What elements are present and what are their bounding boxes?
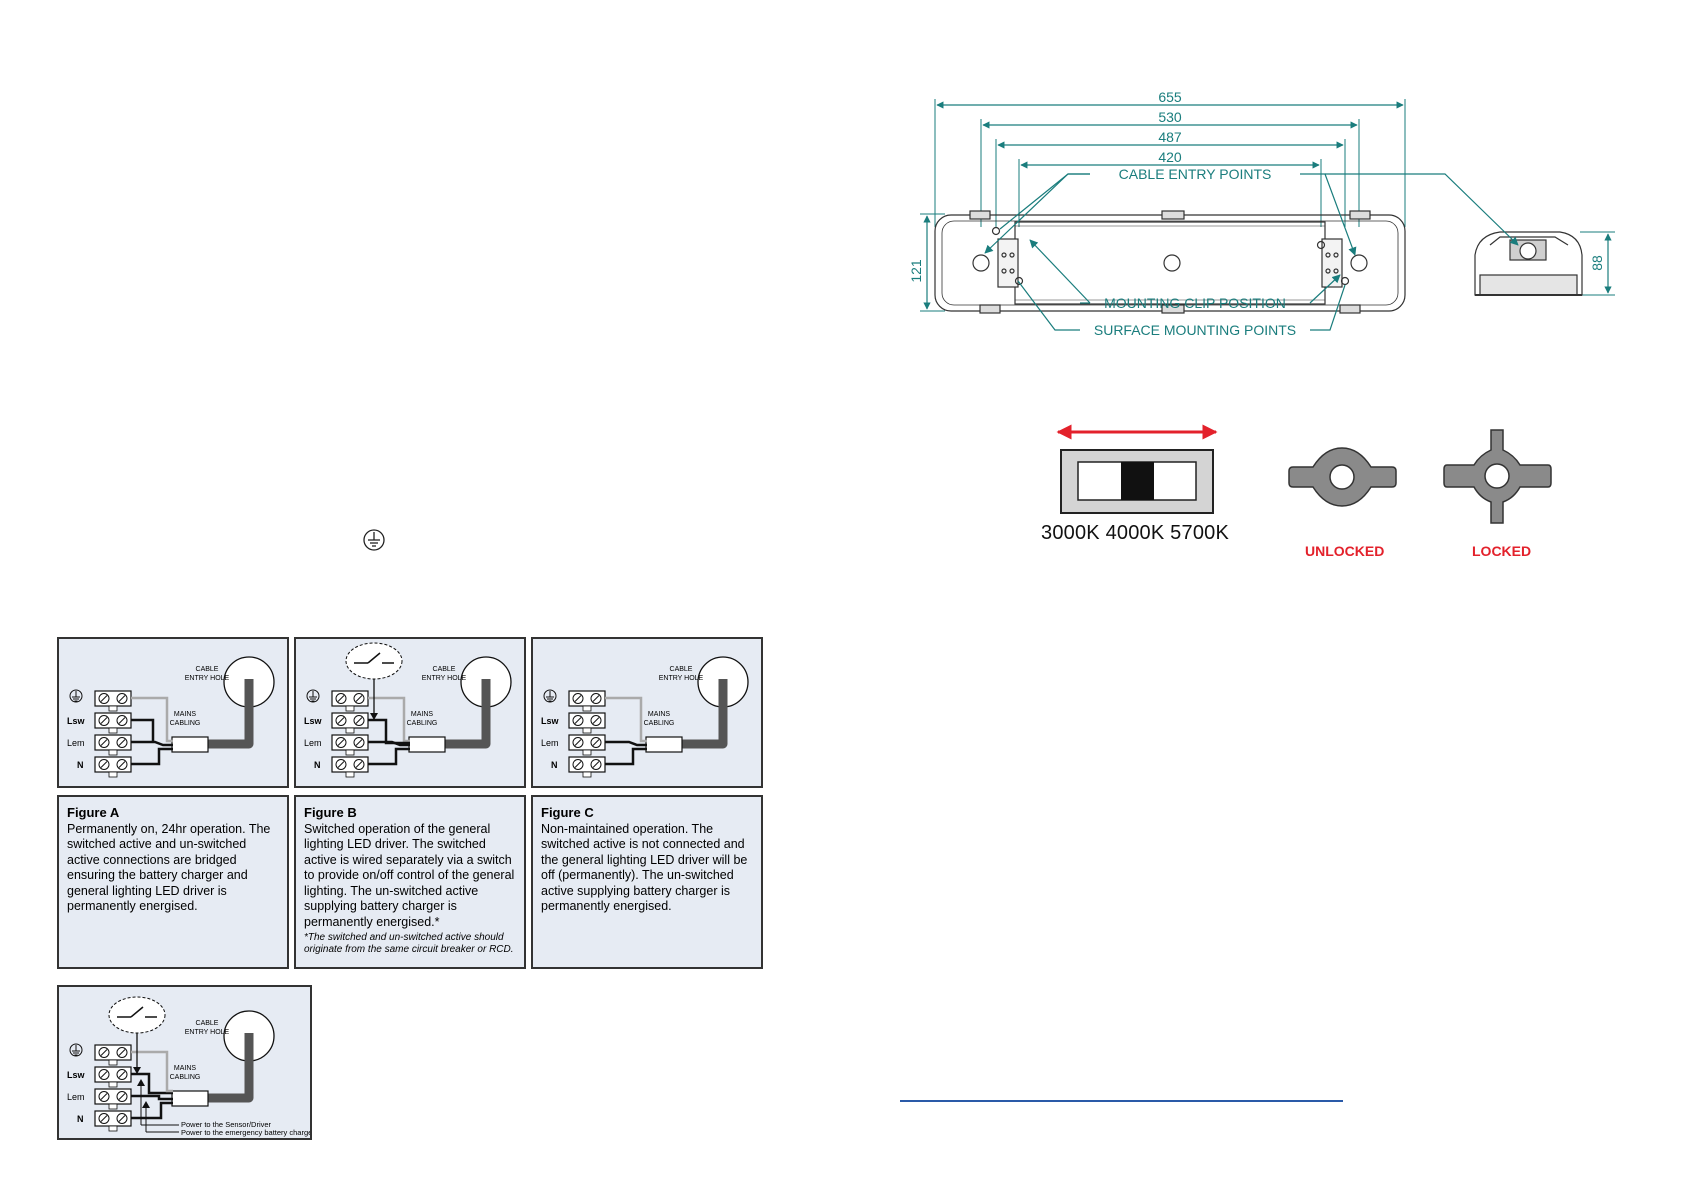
lem-label: Lem	[304, 738, 322, 748]
mounting-clip-callout: MOUNTING CLIP POSITION	[1104, 295, 1286, 311]
mains-label-line1: MAINS	[174, 1065, 197, 1072]
figure-a-caption: Figure A Permanently on, 24hr operation.…	[57, 795, 289, 969]
figure-b-note: *The switched and un-switched active sho…	[304, 932, 514, 955]
cable-entry-label-line1: CABLE	[670, 666, 693, 673]
terminal-block	[331, 712, 369, 734]
lsw-label: Lsw	[67, 1070, 86, 1080]
terminal-block	[568, 734, 606, 756]
n-label: N	[77, 760, 84, 770]
terminal-block	[568, 690, 606, 712]
terminal-block	[568, 712, 606, 734]
figure-a-title: Figure A	[67, 805, 120, 820]
cable-entry-label-line2: ENTRY HOLE	[422, 675, 467, 682]
terminal-block	[94, 1088, 132, 1110]
terminal-block	[331, 756, 369, 778]
cable-entry-callout: CABLE ENTRY POINTS	[1119, 166, 1272, 182]
terminal-block	[568, 756, 606, 778]
terminal-block	[94, 1044, 132, 1066]
lsw-label: Lsw	[541, 716, 560, 726]
dim-655: 655	[1158, 89, 1182, 105]
dim-530: 530	[1158, 109, 1182, 125]
cable-entry-label-line2: ENTRY HOLE	[185, 1029, 230, 1036]
locked-label: LOCKED	[1472, 543, 1532, 559]
cct-switch-diagram	[1056, 424, 1218, 514]
cable-entry-label-line1: CABLE	[196, 1020, 219, 1027]
figure-c-text: Non-maintained operation. The switched a…	[541, 821, 748, 914]
figure-b-caption: Figure B Switched operation of the gener…	[294, 795, 526, 969]
figure-a-text: Permanently on, 24hr operation. The swit…	[67, 821, 271, 914]
switch-symbol-icon	[345, 642, 403, 720]
mains-label-line1: MAINS	[648, 711, 671, 718]
cable-entry-label-line1: CABLE	[196, 666, 219, 673]
surface-mounting-callout: SURFACE MOUNTING POINTS	[1094, 322, 1296, 338]
cct-options-label: 3000K 4000K 5700K	[1041, 522, 1230, 544]
unlocked-knob-icon	[1288, 447, 1397, 507]
terminal-block	[94, 1110, 132, 1132]
terminal-block	[331, 734, 369, 756]
mains-label-line2: CABLING	[407, 720, 438, 727]
luminaire-dimension-drawing: 655 530 487 420 121 88	[908, 89, 1615, 338]
terminal-block	[331, 690, 369, 712]
figure-b-title: Figure B	[304, 805, 357, 820]
locked-knob-icon	[1443, 429, 1552, 524]
lem-label: Lem	[67, 738, 85, 748]
terminal-block	[94, 756, 132, 778]
lsw-label: Lsw	[304, 716, 323, 726]
earth-terminal-icon	[69, 689, 83, 703]
mains-label-line1: MAINS	[174, 711, 197, 718]
dim-121: 121	[908, 259, 924, 283]
terminal-block	[94, 1066, 132, 1088]
power-battery-label: Power to the emergency battery charger	[181, 1128, 310, 1137]
power-sensor-label: Power to the Sensor/Driver	[181, 1120, 272, 1129]
figure-c-title: Figure C	[541, 805, 594, 820]
n-label: N	[314, 760, 321, 770]
terminal-block	[94, 690, 132, 712]
mains-label-line2: CABLING	[170, 720, 201, 727]
switch-symbol-icon	[108, 996, 166, 1074]
n-label: N	[77, 1114, 84, 1124]
mains-label-line2: CABLING	[644, 720, 675, 727]
blue-rule	[900, 1100, 1343, 1102]
mains-label-line2: CABLING	[170, 1074, 201, 1081]
earth-terminal-icon	[543, 689, 557, 703]
unlocked-label: UNLOCKED	[1305, 543, 1385, 559]
figure-c-caption: Figure C Non-maintained operation. The s…	[531, 795, 763, 969]
mains-label-line1: MAINS	[411, 711, 434, 718]
figure-b-text: Switched operation of the general lighti…	[304, 821, 515, 929]
earth-terminal-icon	[69, 1043, 83, 1057]
cable-entry-label-line2: ENTRY HOLE	[659, 675, 704, 682]
earth-icon	[363, 529, 385, 551]
cable-entry-label-line1: CABLE	[433, 666, 456, 673]
dim-420: 420	[1158, 149, 1182, 165]
lem-label: Lem	[541, 738, 559, 748]
lem-label: Lem	[67, 1092, 85, 1102]
earth-terminal-icon	[306, 689, 320, 703]
terminal-block	[94, 734, 132, 756]
cable-entry-label-line2: ENTRY HOLE	[185, 675, 230, 682]
n-label: N	[551, 760, 558, 770]
lsw-label: Lsw	[67, 716, 86, 726]
switch-slider	[1121, 462, 1154, 500]
terminal-block	[94, 712, 132, 734]
dim-88: 88	[1589, 255, 1605, 271]
dim-487: 487	[1158, 129, 1182, 145]
